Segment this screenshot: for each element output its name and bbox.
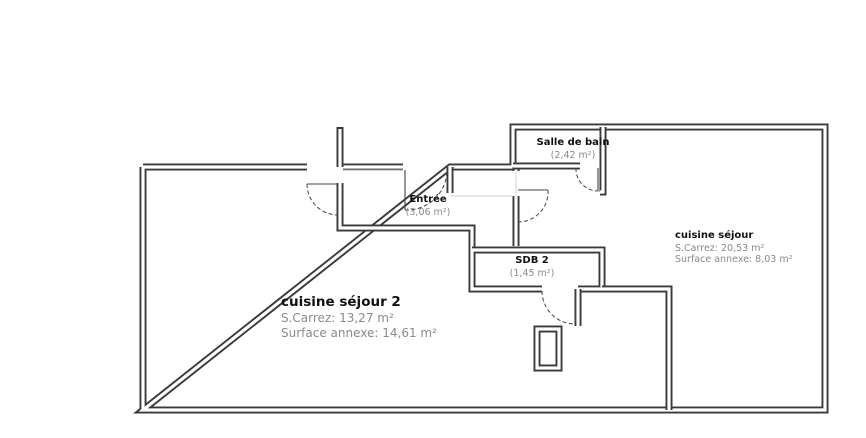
room-label-cuisine-sejour: cuisine séjour S.Carrez: 20,53 m² Surfac…	[675, 230, 792, 266]
doors	[306, 167, 599, 325]
room-carrez: S.Carrez: 20,53 m²	[675, 242, 765, 254]
room-label-salle-de-bain: Salle de bain (2,42 m²)	[528, 137, 618, 161]
room-name: cuisine séjour	[675, 230, 754, 241]
guide-lines	[343, 169, 517, 197]
door-entree-left	[306, 183, 339, 216]
door-main-entrance	[404, 169, 448, 211]
room-name: Entrée	[409, 194, 447, 205]
door-sdb2	[541, 290, 576, 325]
walls	[132, 123, 829, 414]
room-label-cuisine-sejour-2: cuisine séjour 2 S.Carrez: 13,27 m² Surf…	[281, 294, 437, 341]
room-area: (1,45 m²)	[509, 267, 555, 279]
room-annexe: Surface annexe: 8,03 m²	[675, 254, 793, 266]
room-carrez: S.Carrez: 13,27 m²	[281, 310, 394, 325]
door-salle-de-bain	[575, 167, 599, 192]
room-label-entree: Entrée (3,06 m²)	[388, 194, 468, 218]
room-area: (2,42 m²)	[550, 149, 596, 161]
room-annexe: Surface annexe: 14,61 m²	[281, 325, 437, 340]
room-label-sdb2: SDB 2 (1,45 m²)	[497, 255, 567, 279]
room-area: (3,06 m²)	[405, 206, 451, 218]
room-name: cuisine séjour 2	[281, 294, 401, 310]
room-name: SDB 2	[515, 255, 549, 266]
door-entree-right	[517, 189, 549, 223]
room-name: Salle de bain	[536, 137, 610, 148]
